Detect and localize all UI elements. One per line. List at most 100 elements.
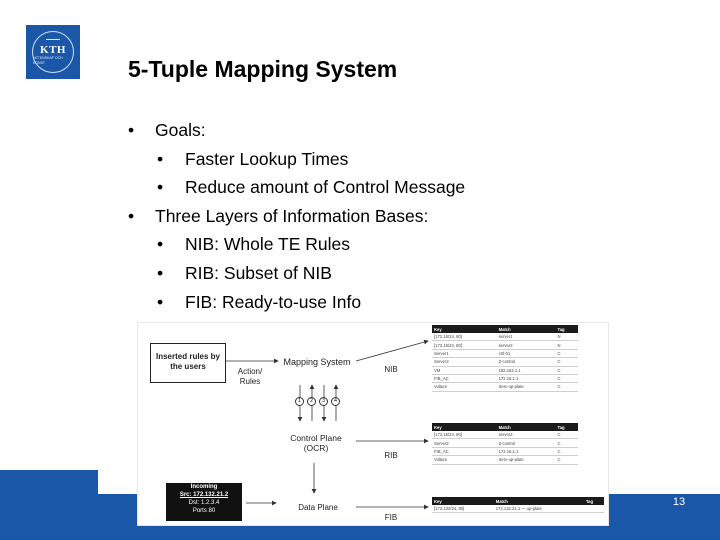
table-cell: Serv-up-plate <box>496 455 556 465</box>
header-match: Match <box>493 497 584 505</box>
step-circle: 4 <box>331 397 340 406</box>
table-cell: C <box>555 357 578 367</box>
table-cell: Z-control <box>496 438 556 448</box>
table-cell: FIB_AC <box>432 447 497 457</box>
bullet-glyph: • <box>128 205 135 226</box>
header-match: Match <box>496 325 556 333</box>
table-cell: C <box>555 438 578 448</box>
header-key: Key <box>432 497 494 505</box>
bullet-glyph: • <box>128 120 135 140</box>
bullet-glyph: • <box>157 177 164 198</box>
rib-label: RIB <box>384 451 398 460</box>
header-key: Key <box>432 423 497 431</box>
bullet-glyph: • <box>157 262 164 283</box>
logo-crown-icon <box>46 38 60 44</box>
table-cell: VM <box>432 366 497 375</box>
table-cell: 172.132.21.1 — up-plate <box>493 505 584 514</box>
table-cell: server2 <box>496 340 556 350</box>
logo-text: KTH <box>40 43 66 56</box>
bullet-glyph: • <box>157 234 164 255</box>
footer-tab <box>0 470 98 494</box>
incoming-packet-box: Incoming Src: 172.132.21.2 Dst: 1.2.3.4 … <box>166 483 242 521</box>
nib-label: NIB <box>384 365 398 374</box>
table-cell: [172.132/24, 80] <box>432 505 494 514</box>
fib-rows: [172.132/24, 80]172.132.21.1 — up-plate <box>432 505 604 514</box>
slide-title: 5-Tuple Mapping System <box>128 56 398 82</box>
bullet-list: • Goals: • Faster Lookup Times • Reduce … <box>128 116 465 316</box>
bullet-glyph: • <box>157 148 164 169</box>
table-cell: 172.16.1.1 <box>496 374 556 384</box>
incoming-dst: Dst: 1.2.3.4 <box>188 500 220 506</box>
table-cell: C <box>555 447 578 457</box>
table-cell: C <box>555 349 578 359</box>
header-tag: Tag <box>583 497 604 505</box>
table-cell: N <box>555 340 578 350</box>
page-number: 13 <box>672 496 686 508</box>
table-cell: C <box>555 455 578 465</box>
table-cell: [172.16/24, 80] <box>432 431 497 440</box>
step-circle: 1 <box>295 397 304 406</box>
logo-emblem: KTH VETENSKAP OCH KONST <box>32 31 74 73</box>
table-cell: C <box>555 366 578 375</box>
sub-bullet-text: NIB: Whole TE Rules <box>185 234 351 255</box>
table-cell: Vulture <box>432 455 497 465</box>
bullet-item: • Three Layers of Information Bases: <box>128 202 465 231</box>
table-cell: C <box>555 431 578 440</box>
header-tag: Tag <box>555 325 578 333</box>
kth-logo: KTH VETENSKAP OCH KONST <box>26 25 80 79</box>
fib-label: FIB <box>384 513 398 522</box>
sub-bullet-item: • NIB: Whole TE Rules <box>128 230 465 259</box>
table-row: [172.132/24, 80]172.132.21.1 — up-plate <box>432 505 604 514</box>
bullet-text: Three Layers of Information Bases: <box>155 205 429 226</box>
header-key: Key <box>432 325 497 333</box>
table-cell: Serv-up-plate <box>496 382 556 392</box>
bullet-text: Goals: <box>155 120 206 140</box>
incoming-ports: Ports 80 <box>192 508 216 514</box>
architecture-diagram: Inserted rules by the users Mapping Syst… <box>137 322 609 526</box>
fib-table: Key Match Tag [172.132/24, 80]172.132.21… <box>432 497 604 514</box>
header-tag: Tag <box>555 423 578 431</box>
table-cell: [172.16/24, 80] <box>432 333 497 342</box>
incoming-src: Src: 172.132.21.2 <box>179 492 229 498</box>
sub-bullet-text: FIB: Ready-to-use Info <box>185 291 362 312</box>
table-cell <box>583 505 604 514</box>
sub-bullet-item: • RIB: Subset of NIB <box>128 259 465 288</box>
table-cell: N <box>555 333 578 342</box>
sub-bullet-item: • Reduce amount of Control Message <box>128 173 465 202</box>
step-circle: 2 <box>307 397 316 406</box>
table-cell: Server1 <box>432 349 497 359</box>
table-cell: Server2 <box>432 438 497 448</box>
bullet-item: • Goals: <box>128 116 465 145</box>
table-cell: [172.16/24, 80] <box>432 340 497 350</box>
table-cell: Vulture <box>432 382 497 392</box>
sub-bullet-text: Reduce amount of Control Message <box>185 177 466 198</box>
action-rules-label: Action/ Rules <box>237 367 263 386</box>
table-cell: ctrl-01 <box>496 349 556 359</box>
data-plane-label: Data Plane <box>298 503 338 512</box>
table-cell: FIB_AC <box>432 374 497 384</box>
sub-bullet-text: Faster Lookup Times <box>185 148 349 169</box>
incoming-title: Incoming <box>190 484 218 490</box>
table-cell: Server2 <box>432 357 497 367</box>
table-cell: C <box>555 374 578 384</box>
logo-subtext: VETENSKAP OCH KONST <box>33 55 63 65</box>
control-plane-label: Control Plane (OCR) <box>290 433 342 453</box>
sub-bullet-text: RIB: Subset of NIB <box>185 262 332 283</box>
table-cell: 172.16.1.1 <box>496 447 556 457</box>
sub-bullet-item: • FIB: Ready-to-use Info <box>128 288 465 317</box>
table-cell: server2 <box>496 431 556 440</box>
